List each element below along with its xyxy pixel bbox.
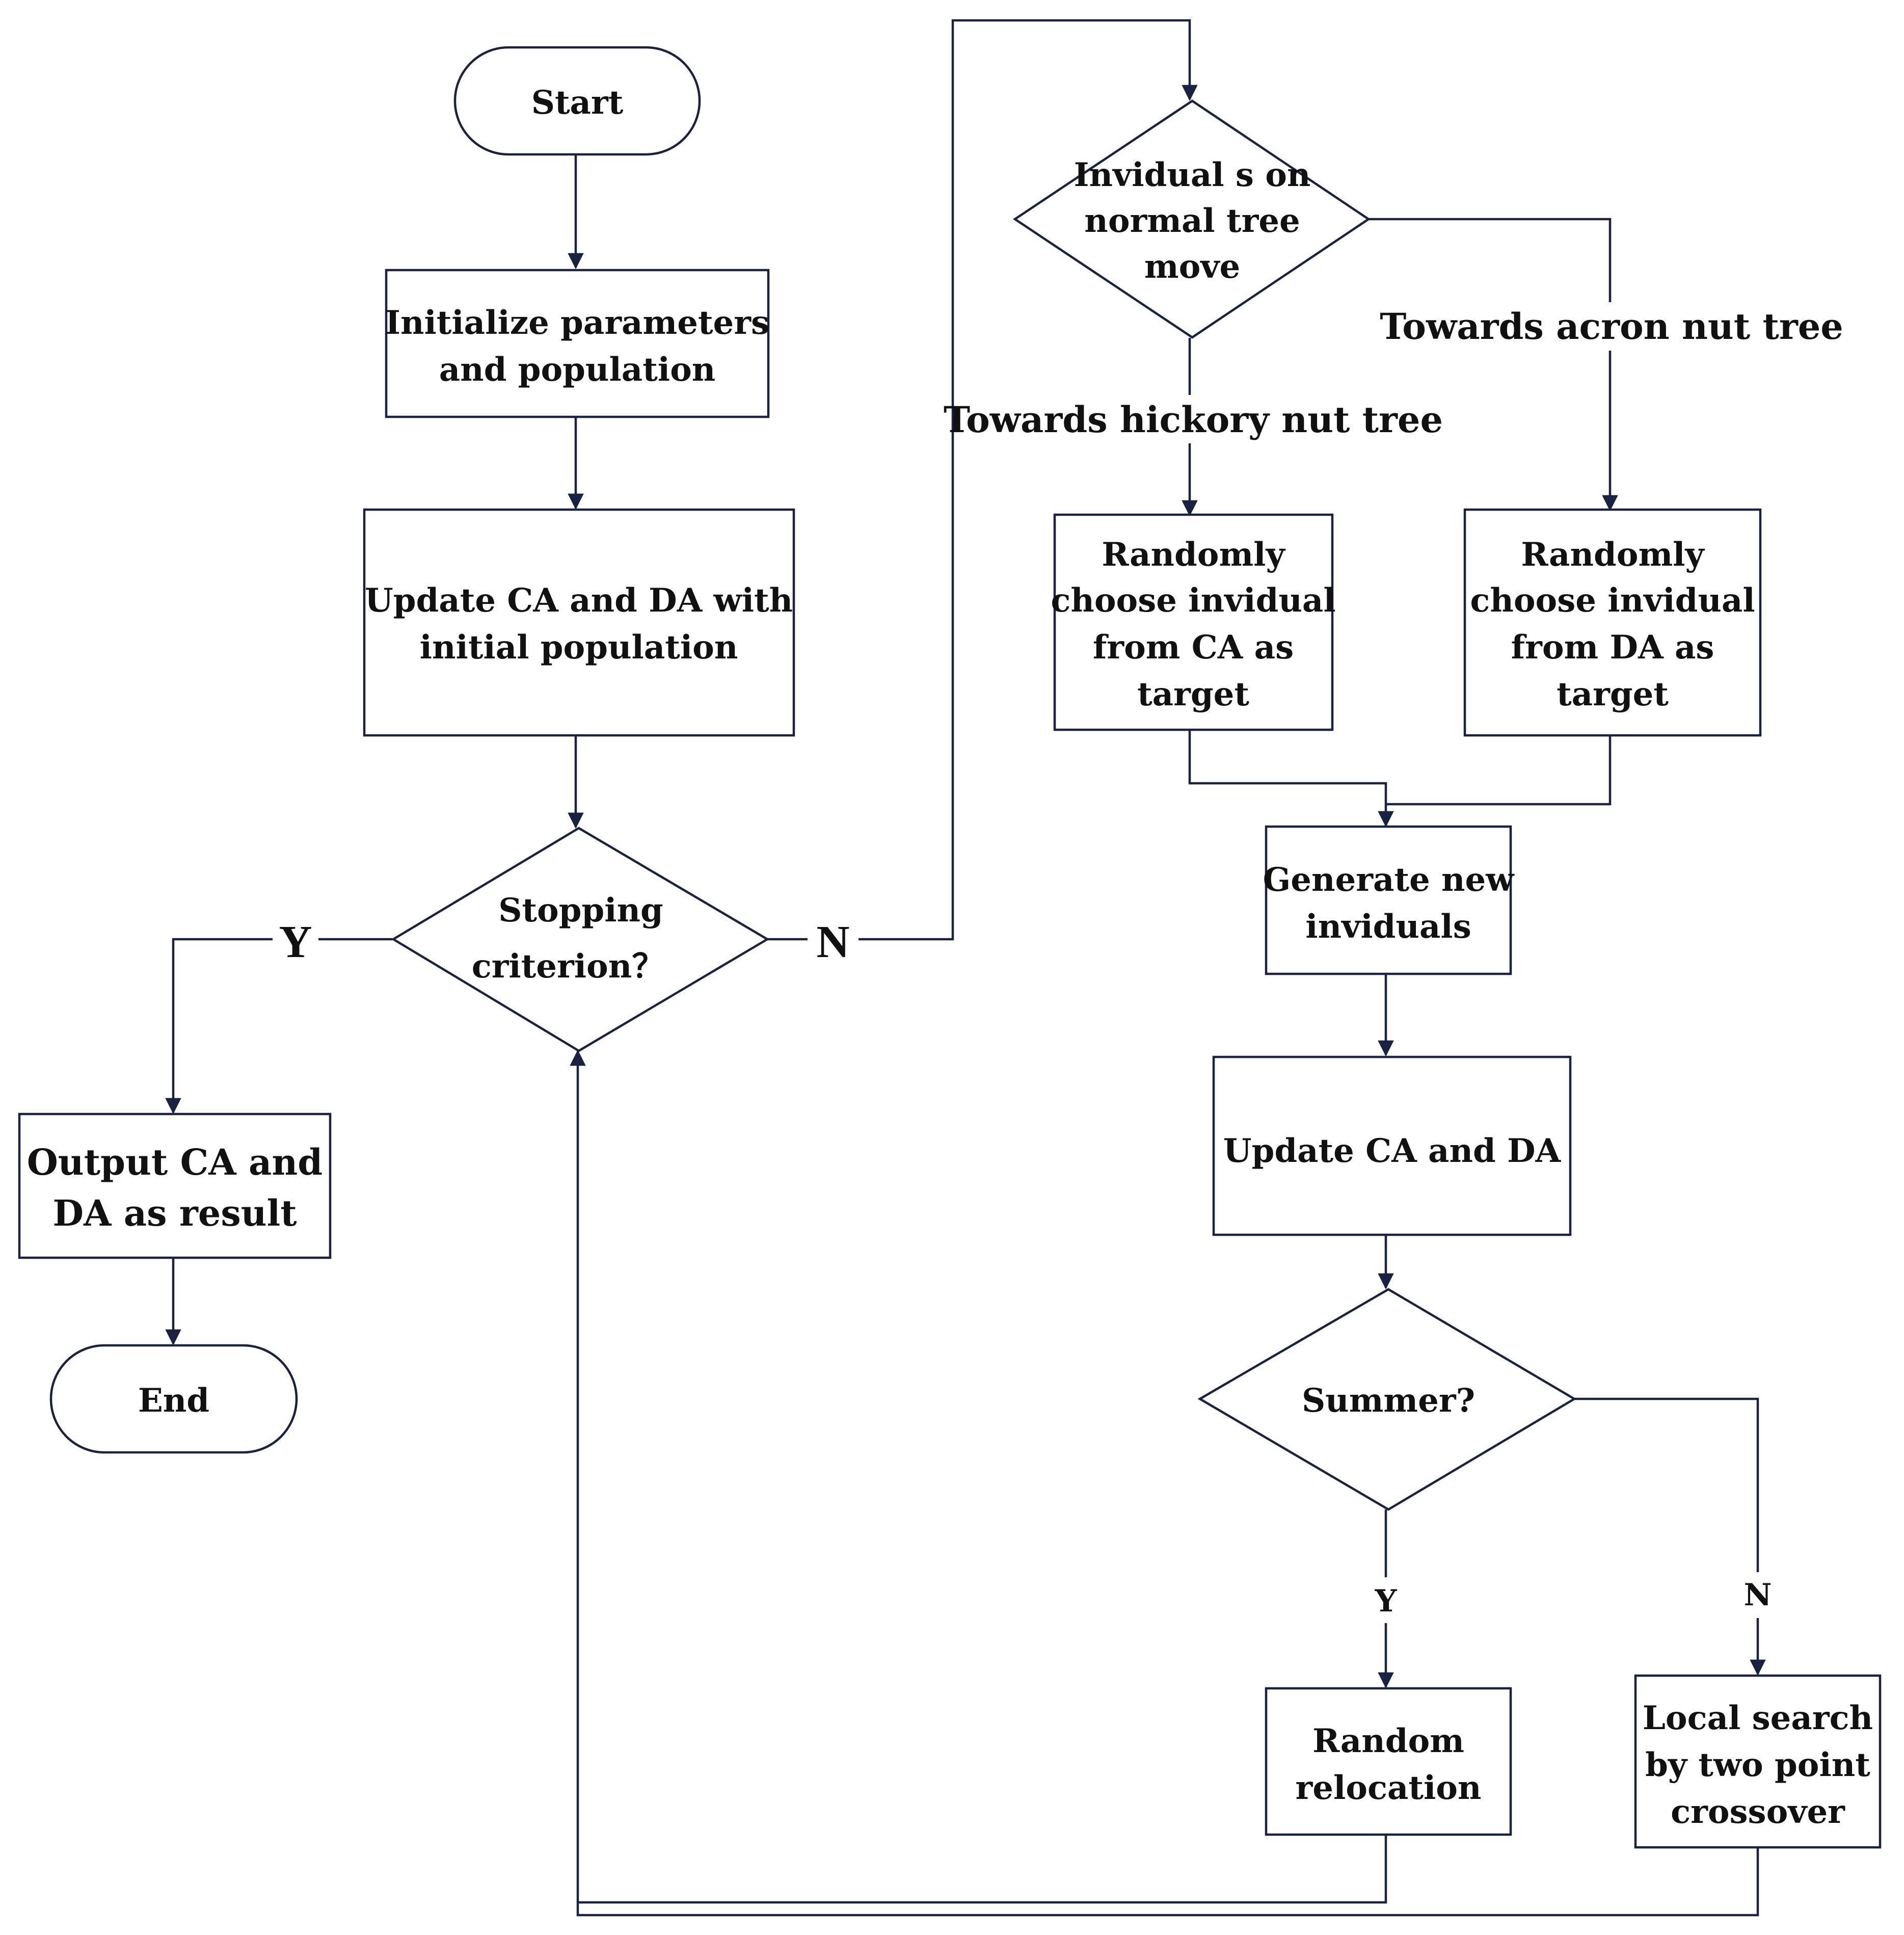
local-search-label-line1: Local search [1643,1699,1873,1737]
stopping-decision: Stopping criterion？ [391,827,770,1052]
choose-da-label-line2: choose invidual [1470,581,1755,620]
output-label-line1: Output CA and [27,1141,323,1183]
output-label-line2: DA as result [52,1192,297,1234]
local-search-label-line2: by two point [1645,1746,1870,1784]
edge-choose-da-to-generate [1386,735,1612,806]
normal-tree-label-line3: move [1144,248,1240,286]
stopping-no-label: N [817,917,850,967]
edge-stopping-yes [165,938,392,1115]
end-terminal: End [49,1344,298,1454]
choose-da-label-line3: from DA as [1511,628,1714,667]
choose-da-label-line1: Randomly [1521,536,1705,574]
init-process: Initialize parameters and population [385,269,770,418]
edge-local-search-loop [570,1049,1759,1917]
normal-tree-label-line1: Invidual s on [1074,156,1311,194]
update-initial-label-line1: Update CA and DA with [365,581,793,620]
update-ca-da-label: Update CA and DA [1223,1132,1562,1170]
update-initial-process: Update CA and DA with initial population [363,508,795,737]
init-label-line1: Initialize parameters [385,304,769,342]
local-search-process: Local search by two point crossover [1634,1674,1882,1849]
end-label: End [138,1382,209,1420]
choose-ca-process: Randomly choose invidual from CA as targ… [1051,513,1336,731]
edge-summer-no [1574,1397,1766,1676]
relocation-label-line1: Random [1312,1722,1464,1760]
generate-label-line1: Generate new [1263,861,1515,899]
towards-acorn-label: Towards acron nut tree [1380,305,1843,348]
edge-choose-ca-to-generate [1188,730,1394,828]
choose-da-label-line4: target [1557,675,1669,713]
local-search-label-line3: crossover [1671,1793,1845,1831]
stopping-label-line1: Stopping [498,891,663,930]
generate-process: Generate new inviduals [1263,825,1515,975]
summer-label: Summer? [1302,1382,1475,1420]
edge-labels: Y N Towards hickory nut tree Towards acr… [273,302,1843,1623]
choose-ca-label-line2: choose invidual [1051,581,1335,620]
generate-label-line2: inviduals [1305,908,1471,946]
update-initial-label-line2: initial population [420,628,738,667]
update-ca-da-process: Update CA and DA [1212,1055,1572,1236]
normal-tree-label-line2: normal tree [1084,202,1300,240]
relocation-label-line2: relocation [1296,1769,1482,1807]
init-label-line2: and population [439,351,716,389]
stopping-yes-label: Y [279,917,312,967]
normal-tree-decision: Invidual s on normal tree move [1012,99,1371,339]
stopping-label-line2: criterion？ [472,947,665,986]
summer-no-label: N [1744,1577,1772,1613]
relocation-process: Random relocation [1265,1687,1512,1836]
choose-da-process: Randomly choose invidual from DA as targ… [1463,508,1762,737]
start-terminal: Start [453,46,701,156]
choose-ca-label-line1: Randomly [1102,536,1285,574]
summer-yes-label: Y [1375,1583,1398,1619]
towards-hickory-label: Towards hickory nut tree [944,399,1443,441]
edge-relocation-loop [578,1835,1387,1904]
summer-decision: Summer? [1197,1288,1577,1511]
edge-normal-to-acorn [1369,218,1618,512]
edge-stopping-no [767,19,1198,941]
start-label: Start [531,84,624,122]
output-process: Output CA and DA as result [18,1112,332,1259]
choose-ca-label-line4: target [1137,675,1249,713]
choose-ca-label-line3: from CA as [1093,628,1294,667]
